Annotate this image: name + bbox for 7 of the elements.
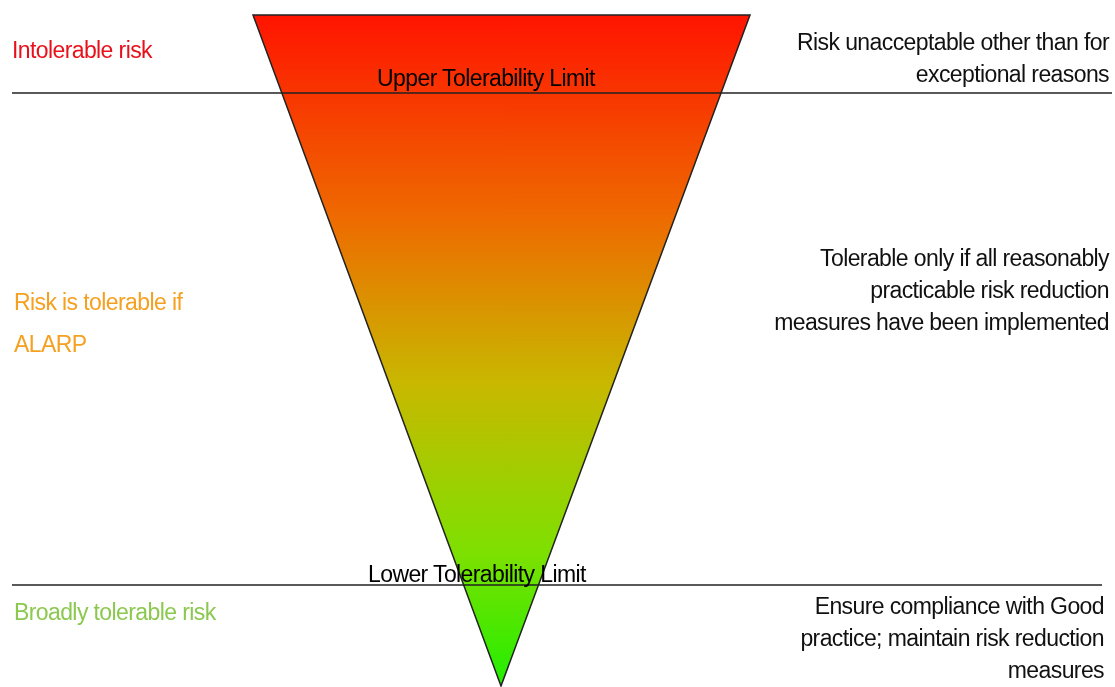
- description-text: Tolerable only if all reasonably practicable risk reduction measures have been implemented: [773, 244, 1109, 337]
- risk-level-label: Intolerable risk: [12, 36, 152, 65]
- risk-level-label: Risk is tolerable if ALARP: [14, 288, 184, 359]
- description-text: Ensure compliance with Good practice; maintain risk reduction measures: [799, 592, 1104, 685]
- description-text: Risk unacceptable other than for exceptional reasons: [796, 28, 1109, 89]
- risk-level-label: Broadly tolerable risk: [14, 598, 216, 627]
- limit-label: Upper Tolerability Limit: [376, 64, 597, 93]
